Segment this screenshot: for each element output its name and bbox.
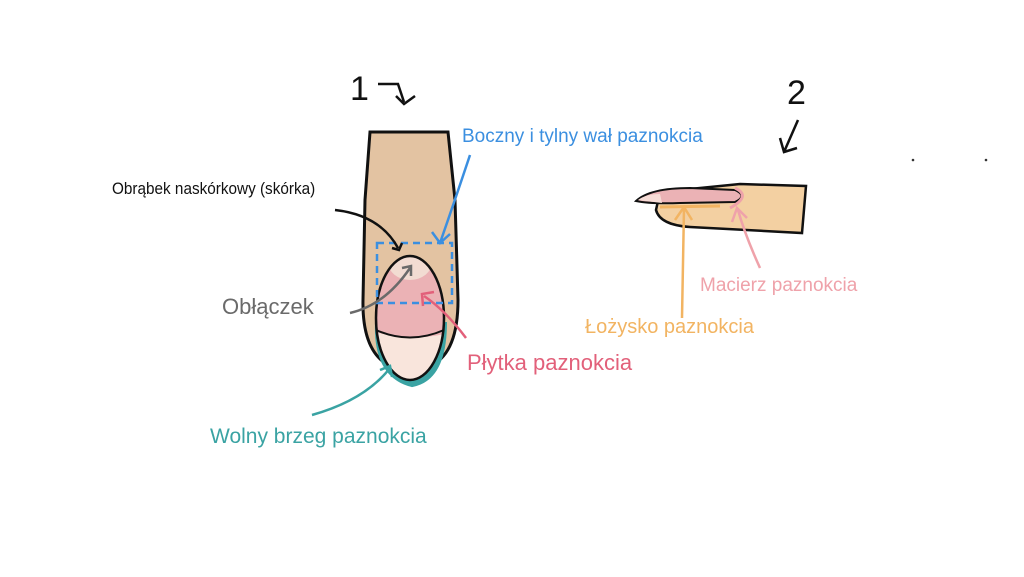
gray-arrow — [349, 264, 413, 315]
label-side-back-fold: Boczny i tylny wał paznokcia — [462, 126, 703, 147]
fig2-arrow — [778, 119, 800, 154]
orange-arrow — [673, 204, 694, 319]
label-lunula: Obłączek — [222, 294, 314, 319]
label-free-edge: Wolny brzeg paznokcia — [210, 425, 427, 448]
fig1-hook-arrow — [378, 82, 416, 106]
label-nail-plate: Płytka paznokcia — [467, 350, 633, 375]
lunula — [388, 256, 432, 280]
pink-arrow — [730, 205, 762, 269]
nail-fold-outline — [375, 241, 454, 305]
label-nail-bed: Łożysko paznokcia — [585, 316, 754, 338]
label-matrix: Macierz paznokcia — [700, 275, 858, 296]
figure-2-number: 2 — [787, 74, 806, 112]
label-cuticle: Obrąbek naskórkowy (skórka) — [112, 179, 316, 198]
red-arrow — [420, 290, 467, 339]
nail — [376, 256, 444, 380]
black-arrow — [334, 208, 404, 252]
teal-arrow — [311, 364, 394, 417]
blue-arrow — [430, 154, 472, 245]
figure-1-number: 1 — [350, 70, 369, 108]
